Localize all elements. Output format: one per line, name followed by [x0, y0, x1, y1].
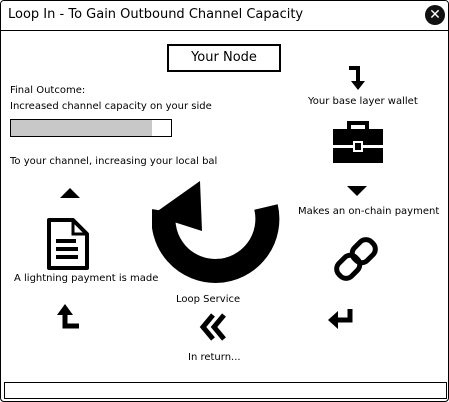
to-channel-label: To your channel, increasing your local b…: [10, 156, 218, 167]
triangle-down-icon: [347, 186, 367, 196]
your-node-box: Your Node: [167, 44, 281, 72]
status-bar: [4, 382, 447, 399]
return-arrow-icon: [328, 309, 353, 329]
capacity-progress-fill: [11, 120, 152, 136]
title-bar: Loop In - To Gain Outbound Channel Capac…: [1, 1, 448, 31]
capacity-progress-bar: [10, 119, 172, 137]
circular-arrow-icon: [152, 181, 280, 283]
triangle-up-icon: [60, 188, 80, 198]
turn-up-arrow-icon: [57, 304, 79, 329]
on-chain-payment-label: Makes an on-chain payment: [298, 206, 440, 217]
final-outcome-label: Final Outcome:: [10, 85, 86, 96]
link-icon: [334, 237, 378, 281]
briefcase-icon: [333, 121, 383, 163]
document-icon: [47, 218, 89, 270]
turn-down-arrow-icon: [349, 66, 365, 90]
lightning-payment-label: A lightning payment is made: [14, 273, 159, 284]
final-outcome-description: Increased channel capacity on your side: [10, 101, 212, 112]
close-button[interactable]: ✕: [425, 5, 445, 25]
base-layer-wallet-label: Your base layer wallet: [308, 96, 418, 107]
window-title: Loop In - To Gain Outbound Channel Capac…: [8, 7, 304, 22]
loop-service-label: Loop Service: [176, 294, 241, 305]
in-return-label: In return...: [188, 352, 241, 363]
double-chevron-left-icon: [199, 313, 226, 341]
